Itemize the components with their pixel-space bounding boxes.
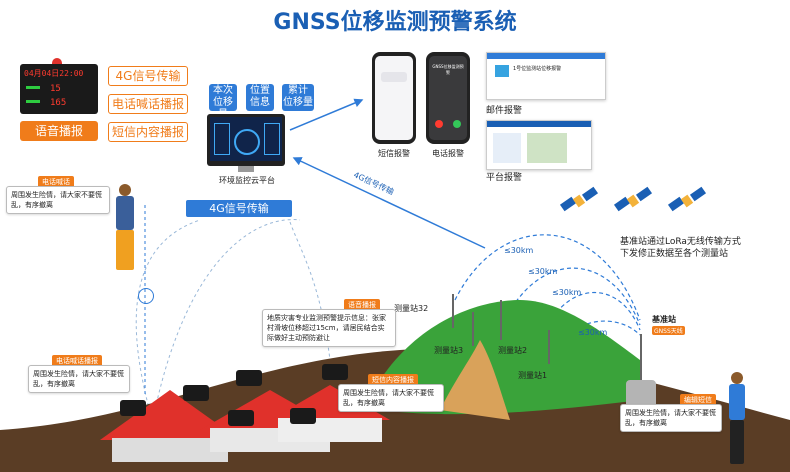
led-time: 04月04日22:00 (24, 69, 84, 78)
led-indicator-green (26, 86, 40, 89)
arrow-to-phones (289, 98, 364, 131)
station-pole-base (640, 334, 642, 380)
station-pole-2 (500, 300, 502, 340)
page-title: GNSS位移监测预警系统 (273, 10, 517, 35)
mail-alarm-panel: 1号位监测站位移报警 (486, 52, 606, 100)
led-row2: 15 (50, 84, 61, 94)
house-led-board (322, 364, 348, 380)
accept-call-icon (453, 120, 461, 128)
led-indicator-green-2 (26, 100, 40, 103)
house-led-board (290, 408, 316, 424)
call-phone: GNSS位移监测预警 (426, 52, 470, 144)
bubble-mid-left: 周围发生险情，请大家不要慌乱，有序撤离 (28, 365, 130, 393)
house-led-board (236, 370, 262, 386)
cloud-platform-caption: 环境监控云平台 (219, 176, 275, 185)
led-display: 04月04日22:00 15 165 (20, 64, 98, 114)
bubble-top-left: 周围发生险情，请大家不要慌乱，有序撤离 (6, 186, 110, 214)
satellite-icon (613, 186, 653, 212)
transmission-bar-4g: 4G信号传输 (186, 200, 292, 217)
tag-position-info: 位置 信息 (246, 84, 274, 111)
tag-cumulative-displacement: 累计 位移量 (282, 84, 314, 111)
satellite-icon (667, 186, 707, 212)
bubble-sms: 周围发生险情，请大家不要慌乱，有序撤离 (338, 384, 444, 412)
satellite-note: 基准站通过LoRa无线传输方式 下发修正数据至各个测量站 (620, 237, 741, 259)
decline-call-icon (435, 120, 443, 128)
station-32-label: 测量站32 (394, 304, 429, 313)
distance-label-1: ≤30km (504, 246, 534, 255)
monitor-screen (210, 117, 282, 161)
house-led-board (228, 410, 254, 426)
bubble-right-head: 编辑短信 (680, 394, 716, 406)
sms-phone-screen (375, 56, 413, 140)
call-alarm-caption: 电话报警 (432, 149, 464, 158)
tag-4g-transmission: 4G信号传输 (108, 66, 188, 86)
sms-alarm-caption: 短信报警 (378, 149, 410, 158)
bubble-top-left-head: 电话喊话 (38, 176, 74, 188)
house-led-board (120, 400, 146, 416)
distance-label-4: ≤30km (578, 328, 608, 337)
bubble-mid-left-head: 电话喊话播报 (52, 355, 102, 367)
person-right-icon (726, 372, 748, 468)
satellite-icon (559, 186, 599, 212)
base-station-tag: GNSS天线 (652, 326, 685, 335)
base-station-label: 基准站 (652, 315, 676, 324)
satellites-group (559, 186, 707, 212)
station-3-label: 测量站3 (434, 346, 464, 355)
phone-call-icon (138, 288, 154, 304)
distance-label-3: ≤30km (552, 288, 582, 297)
house-led-board (183, 385, 209, 401)
led-row3: 165 (50, 98, 67, 108)
tag-sms-broadcast: 短信内容播报 (108, 122, 188, 142)
tag-voice-broadcast: 语音播报 (20, 121, 98, 141)
station-pole-3 (472, 312, 474, 346)
person-left-icon (112, 184, 138, 280)
bubble-voice: 地质灾害专业监测预警提示信息：张家村滑坡位移超过15cm，请居民结合实际做好主动… (262, 309, 396, 347)
call-phone-screen: GNSS位移监测预警 (429, 56, 467, 140)
arrow-from-field (292, 157, 486, 249)
alarm-light-icon (52, 58, 62, 64)
platform-alarm-caption: 平台报警 (486, 173, 523, 183)
bubble-sms-head: 短信内容播报 (368, 374, 418, 386)
station-pole-1 (548, 330, 550, 364)
station-2-label: 测量站2 (498, 346, 528, 355)
station-1-label: 测量站1 (518, 371, 548, 380)
bubble-voice-head: 语音播报 (344, 299, 380, 311)
distance-label-2: ≤30km (528, 267, 558, 276)
tag-voice-call-broadcast: 电话喊话播报 (108, 94, 188, 114)
monitor-stand (238, 166, 254, 172)
platform-alarm-panel (486, 120, 592, 170)
bubble-right: 周围发生险情，请大家不要慌乱，有序撤离 (620, 404, 722, 432)
station-pole-32 (452, 294, 454, 328)
cloud-platform-monitor (207, 114, 285, 166)
sms-phone (372, 52, 416, 144)
mail-alarm-caption: 邮件报警 (486, 106, 523, 116)
mail-heading: 1号位监测站位移报警 (513, 66, 562, 72)
